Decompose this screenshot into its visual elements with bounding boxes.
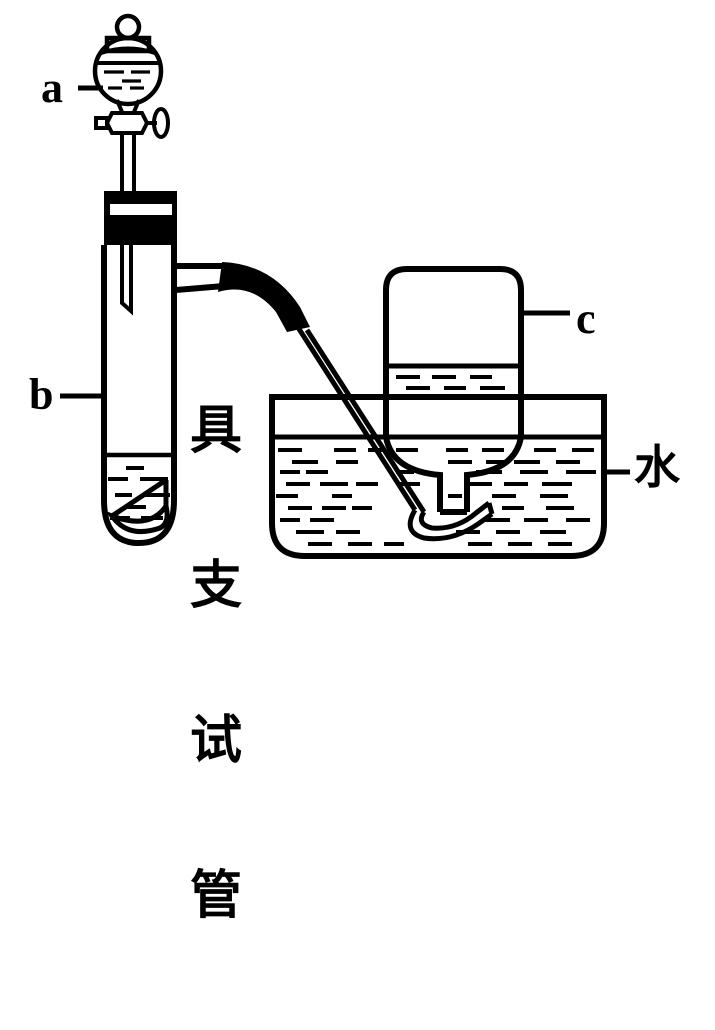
delivery-tube-bend-lower [407, 508, 494, 542]
delivery-tube-tip [486, 502, 495, 515]
funnel-bulb [92, 35, 164, 107]
label-c: c [576, 294, 596, 343]
label-char-1: 支 [190, 555, 243, 616]
label-b: b [29, 370, 54, 419]
apparatus-diagram [60, 13, 630, 559]
bottle-outline [383, 266, 524, 437]
funnel-stopcock-nub [94, 116, 109, 130]
label-char-2: 试 [190, 710, 243, 771]
bottle-shoulder-left [383, 436, 443, 512]
bottle-shoulder-right [464, 436, 524, 512]
test-tube-solid-edge [110, 477, 168, 519]
side-arm-test-tube [101, 191, 177, 547]
rubber-stopper-band [110, 204, 172, 215]
funnel-stopcock-handle[interactable] [152, 107, 170, 139]
funnel-stem-tip [120, 245, 133, 316]
label-char-0: 具 [190, 401, 243, 461]
label-water: 水 [634, 440, 680, 494]
bottle-water-hatch [396, 375, 505, 390]
diagram-canvas: a b c 水 具 支 试 管 [29, 13, 680, 922]
separatory-funnel [92, 13, 170, 193]
delivery-assembly [174, 262, 495, 542]
water-trough [269, 394, 607, 559]
funnel-stopcock-body [104, 111, 150, 135]
rubber-connector [218, 262, 310, 332]
funnel-liquid-hatch [104, 70, 150, 90]
funnel-stem-upper [115, 99, 141, 113]
trough-outline [269, 394, 607, 559]
delivery-tube-line-a [289, 316, 418, 512]
leader-lines [60, 85, 630, 475]
funnel-shoulder [100, 46, 156, 55]
delivery-tube-bend-upper [418, 501, 491, 531]
funnel-stopper-knob-icon [114, 13, 142, 41]
delivery-tube-line-b [304, 328, 427, 514]
test-tube-body [101, 245, 177, 547]
rubber-stopper [104, 191, 177, 245]
label-side-arm-test-tube: 具 支 试 管 [190, 302, 250, 1026]
test-tube-solid-reagent [105, 499, 170, 534]
gas-collection-bottle [383, 266, 524, 515]
label-a: a [41, 63, 63, 112]
label-char-3: 管 [190, 865, 243, 926]
side-arm-bottom [175, 283, 225, 293]
trough-water-hatch [276, 448, 596, 546]
